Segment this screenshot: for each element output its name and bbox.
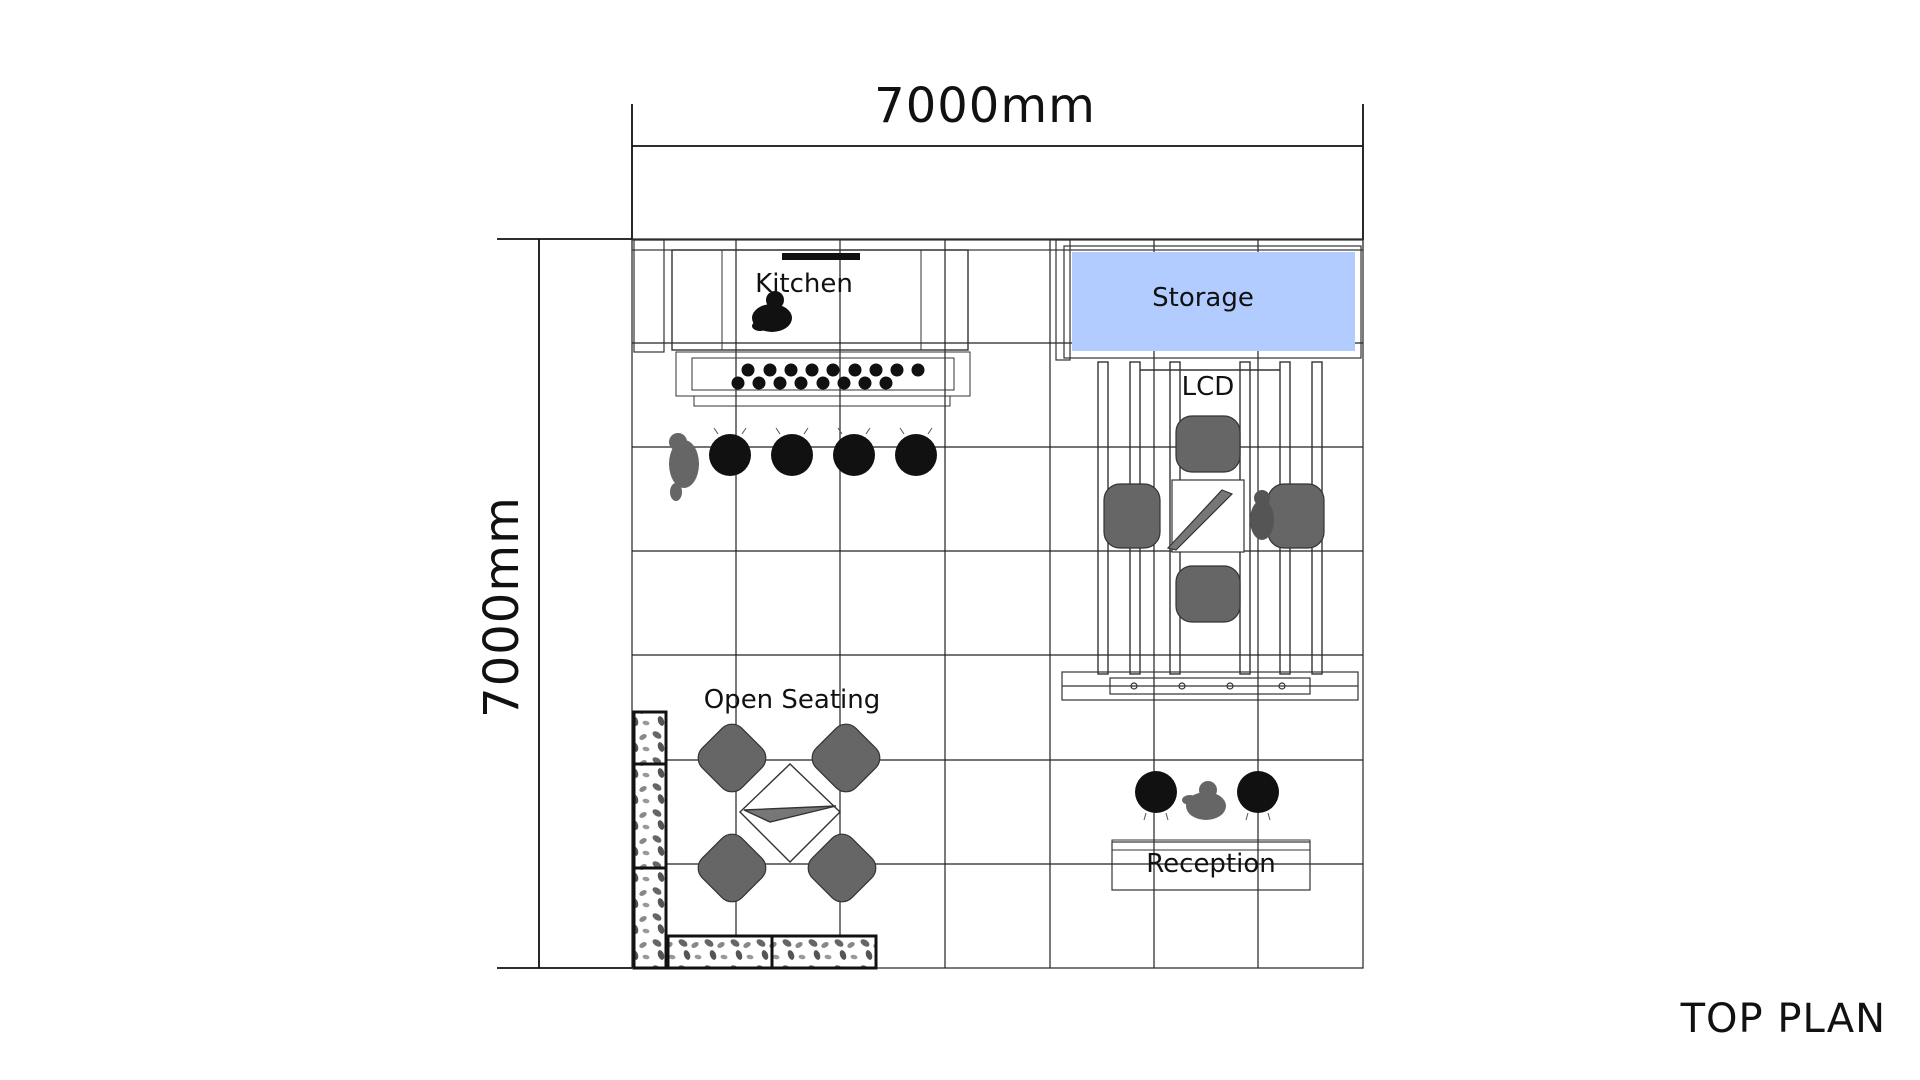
meeting-chair-icon xyxy=(1175,415,1241,473)
kitchen-area xyxy=(671,249,971,407)
counter-stool-row-icon xyxy=(731,363,925,390)
lcd-console xyxy=(1061,671,1359,701)
bar-stool-icon xyxy=(895,434,937,476)
storage-label: Storage xyxy=(1152,283,1254,313)
kitchen-hood-icon xyxy=(782,253,860,260)
bar-stool-icon xyxy=(771,434,813,476)
person-at-table-icon xyxy=(1250,490,1274,540)
person-figure-icon xyxy=(669,433,699,501)
storage-room xyxy=(1072,252,1355,351)
lounge-chair-icon xyxy=(807,833,877,903)
lounge-chairs xyxy=(697,723,881,903)
meeting-table xyxy=(1166,479,1245,553)
kitchen-counter xyxy=(675,351,971,407)
reception-area xyxy=(1111,771,1311,891)
receptionist-figure-icon xyxy=(1182,781,1226,820)
coffee-table xyxy=(738,763,842,863)
lounge-chair-icon xyxy=(697,723,767,793)
bar-stools xyxy=(709,427,937,476)
reception-stool-icon xyxy=(1237,771,1279,813)
height-dimension-label: 7000mm xyxy=(474,496,530,718)
meeting-chair-icon xyxy=(1267,483,1325,549)
meeting-chair-icon xyxy=(1175,565,1241,623)
plan-title: TOP PLAN xyxy=(1680,996,1886,1042)
open-seating-label: Open Seating xyxy=(704,685,881,715)
top-wall xyxy=(631,239,1364,361)
lounge-chair-icon xyxy=(697,833,767,903)
width-dimension xyxy=(631,104,1364,240)
reception-stool-icon xyxy=(1135,771,1177,813)
open-seating-area xyxy=(632,710,881,970)
bar-stool-icon xyxy=(709,434,751,476)
reception-label: Reception xyxy=(1146,849,1276,879)
bar-stool-icon xyxy=(833,434,875,476)
lounge-chair-icon xyxy=(811,723,881,793)
lcd-meeting-area xyxy=(1061,361,1359,701)
height-dimension xyxy=(497,238,632,969)
kitchen-label: Kitchen xyxy=(755,269,853,299)
lcd-label: LCD xyxy=(1182,372,1235,402)
width-dimension-label: 7000mm xyxy=(874,78,1096,134)
meeting-chairs xyxy=(1103,415,1325,623)
chef-figure-icon xyxy=(752,291,792,332)
reception-desk xyxy=(1111,841,1311,891)
planter-box xyxy=(632,710,878,970)
meeting-chair-icon xyxy=(1103,483,1161,549)
